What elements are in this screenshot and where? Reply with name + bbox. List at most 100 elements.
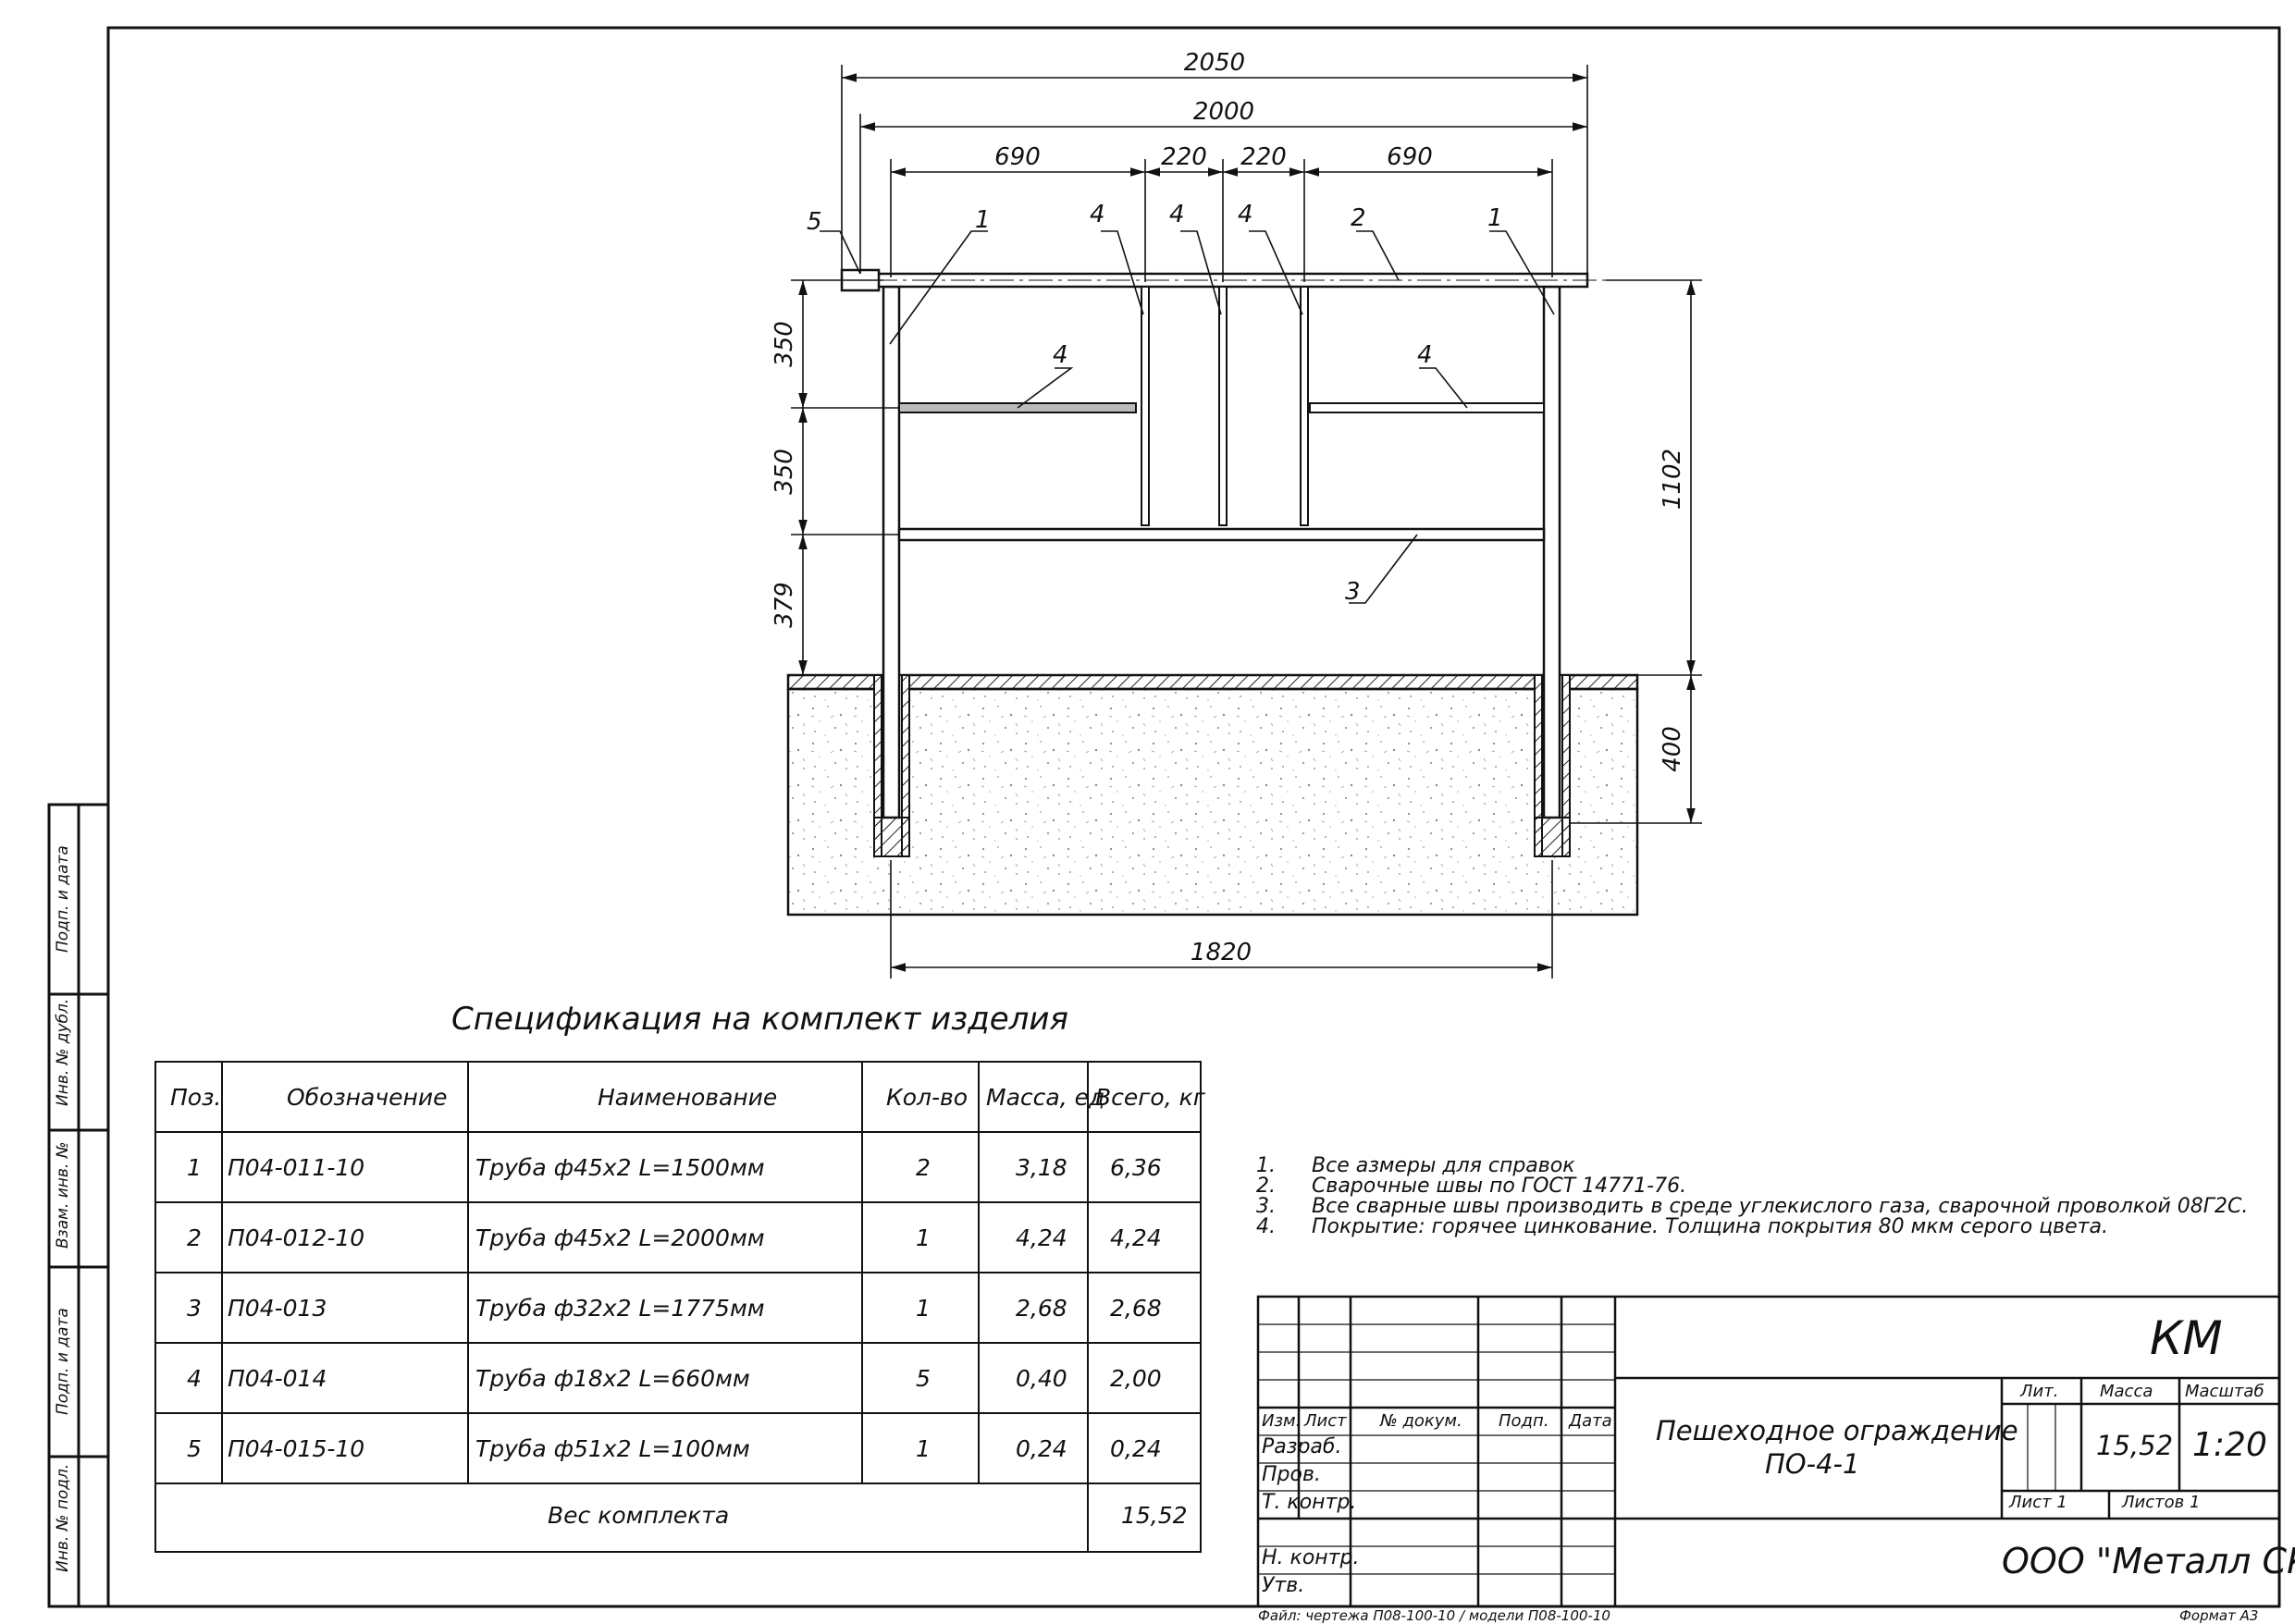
tb-col-list: Лист [1304, 1411, 1347, 1431]
spec-header-total: Всего, кг [1095, 1084, 1205, 1111]
doc-code: КМ [2150, 1311, 2223, 1365]
tb-sheet-label: Лист 1 [2009, 1493, 2067, 1512]
spec-row-2-qty: 1 [916, 1224, 931, 1251]
spec-header-pos: Поз. [170, 1084, 222, 1111]
tb-utv: Утв. [1262, 1574, 1305, 1597]
spec-row-1-mass-unit: 3,18 [1016, 1154, 1067, 1181]
tb-prov: Пров. [1262, 1463, 1321, 1486]
dim-embed-depth: 400 [1659, 726, 1686, 772]
spec-row-4-qty: 5 [916, 1365, 931, 1392]
spec-row-4-name: Труба ф18х2 L=660мм [475, 1365, 750, 1392]
callout-4-d: 4 [1053, 341, 1068, 369]
dim-span-right: 690 [1387, 143, 1433, 171]
spec-row-1-name: Труба ф45х2 L=1500мм [475, 1154, 765, 1181]
tb-mass-value: 15,52 [2096, 1430, 2174, 1461]
tb-col-date: Дата [1569, 1411, 1612, 1431]
spec-row-1-pos: 1 [187, 1154, 202, 1181]
tb-razrab: Разраб. [1262, 1435, 1342, 1458]
spec-header-mass-unit: Масса, ед [986, 1084, 1105, 1111]
spec-row-5-designation: П04-015-10 [228, 1435, 365, 1462]
note-2-text: Сварочные швы по ГОСТ 14771-76. [1312, 1175, 1687, 1198]
callout-3: 3 [1345, 578, 1361, 606]
baluster-1 [1141, 286, 1150, 526]
side-label-inv-podl: Инв. № подл. [54, 1463, 72, 1572]
side-label-sign-date-2: Подп. и дата [54, 1308, 72, 1415]
dim-span-mid-right: 220 [1240, 143, 1287, 171]
tb-mass-label: Масса [2100, 1382, 2153, 1401]
callout-2: 2 [1351, 204, 1366, 232]
spec-header-name: Наименование [598, 1084, 778, 1111]
tb-col-doc: № докум. [1380, 1411, 1462, 1431]
dim-height-top: 350 [771, 321, 798, 367]
product-name-line2: ПО-4-1 [1765, 1448, 1860, 1480]
tb-lit-label: Лит. [2020, 1382, 2059, 1401]
spec-row-5-qty: 1 [916, 1435, 931, 1462]
baluster-2 [1218, 286, 1228, 526]
side-strip [47, 803, 110, 1608]
spec-row-5-name: Труба ф51х2 L=100мм [475, 1435, 750, 1462]
callout-5: 5 [807, 208, 822, 236]
post-right [1542, 285, 1561, 819]
callout-4-b: 4 [1169, 201, 1185, 228]
spec-table-grid [154, 1061, 1202, 1553]
tb-nkontr: Н. контр. [1262, 1546, 1360, 1569]
callout-4-c: 4 [1238, 201, 1253, 228]
paper-format: Формат А3 [2179, 1607, 2259, 1624]
spec-row-4-total: 2,00 [1110, 1365, 1162, 1392]
dim-height-mid: 350 [771, 449, 798, 495]
spec-total-value: 15,52 [1121, 1502, 1188, 1529]
spec-row-3-pos: 3 [187, 1295, 202, 1322]
spec-row-5-pos: 5 [187, 1435, 202, 1462]
spec-total-label: Вес комплекта [548, 1502, 730, 1529]
callout-4-a: 4 [1090, 201, 1105, 228]
spec-header-designation: Обозначение [287, 1084, 448, 1111]
dim-inner: 2000 [1193, 98, 1254, 126]
spec-row-2-mass-unit: 4,24 [1016, 1224, 1067, 1251]
spec-row-5-total: 0,24 [1110, 1435, 1162, 1462]
spec-row-3-qty: 1 [916, 1295, 931, 1322]
dim-total-height: 1102 [1659, 449, 1686, 510]
spec-row-4-pos: 4 [187, 1365, 202, 1392]
callout-4-e: 4 [1417, 341, 1433, 369]
side-label-sign-date-1: Подп. и дата [54, 845, 72, 953]
side-label-inv-dubl: Инв. № дубл. [54, 998, 72, 1106]
file-info: Файл: чертежа П08-100-10 / модели П08-10… [1258, 1607, 1610, 1624]
spec-row-2-pos: 2 [187, 1224, 202, 1251]
spec-row-2-designation: П04-012-10 [228, 1224, 365, 1251]
spec-row-3-total: 2,68 [1110, 1295, 1162, 1322]
dim-span-mid-left: 220 [1161, 143, 1207, 171]
bottom-rail [897, 527, 1546, 542]
spec-row-2-total: 4,24 [1110, 1224, 1162, 1251]
tb-tkontr: Т. контр. [1262, 1491, 1357, 1514]
tb-col-izm: Изм. [1262, 1411, 1302, 1431]
note-1-text: Все азмеры для справок [1312, 1154, 1575, 1177]
dim-post-spacing: 1820 [1191, 939, 1252, 966]
spec-row-5-mass-unit: 0,24 [1016, 1435, 1067, 1462]
spec-row-1-qty: 2 [916, 1154, 931, 1181]
tb-sheets-label: Листов 1 [2122, 1493, 2201, 1512]
mid-rail-right [1309, 402, 1545, 413]
note-4-number: 4. [1256, 1215, 1276, 1238]
concrete-foundation [786, 687, 1639, 917]
spec-row-1-total: 6,36 [1110, 1154, 1162, 1181]
spec-row-3-mass-unit: 2,68 [1016, 1295, 1067, 1322]
spec-header-qty: Кол-во [886, 1084, 969, 1111]
spec-row-3-name: Труба ф32х2 L=1775мм [475, 1295, 765, 1322]
company-name: ООО "Металл СК" [2002, 1541, 2295, 1581]
spec-title: Спецификация на комплект изделия [451, 1001, 1068, 1038]
spec-row-4-mass-unit: 0,40 [1016, 1365, 1067, 1392]
callout-1-left: 1 [975, 206, 991, 234]
note-4-text: Покрытие: горячее цинкование. Толщина по… [1312, 1215, 2108, 1238]
note-3-number: 3. [1256, 1195, 1276, 1218]
spec-row-2-name: Труба ф45х2 L=2000мм [475, 1224, 765, 1251]
spec-row-3-designation: П04-013 [228, 1295, 327, 1322]
dim-span-left: 690 [994, 143, 1041, 171]
ground-surface [786, 673, 1639, 691]
title-block-grid [1256, 1295, 2281, 1608]
baluster-3 [1300, 286, 1309, 526]
note-1-number: 1. [1256, 1154, 1276, 1177]
side-label-vzam-inv: Взам. инв. № [54, 1141, 72, 1249]
post-left [882, 285, 901, 819]
tb-scale-value: 1:20 [2192, 1426, 2267, 1464]
